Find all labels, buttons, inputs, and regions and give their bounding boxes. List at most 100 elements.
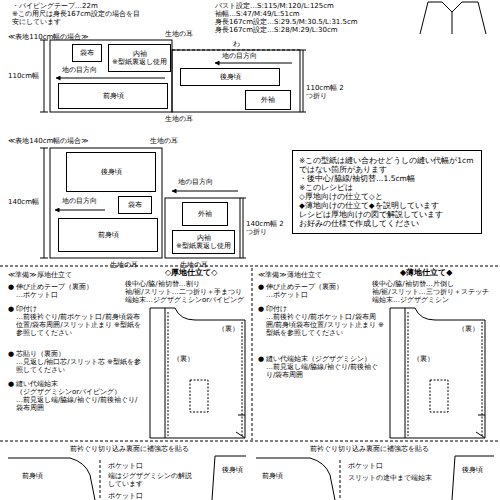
annotation-text: ポケット口 bbox=[108, 462, 143, 470]
back-piece-edge bbox=[452, 456, 494, 500]
piece-name: 外袖 bbox=[261, 96, 275, 104]
annotation-text: 袖/裾/スリット…二つ折り＋手まつり bbox=[125, 288, 242, 296]
annotation-text: ● 縫い代端始末 bbox=[8, 380, 58, 388]
annotation-text: ≪表地140cm幅の場合≫ bbox=[8, 137, 89, 145]
dimension-line bbox=[40, 40, 48, 112]
annotation-text: 後身頃 bbox=[222, 466, 243, 474]
zigzag-edge bbox=[242, 322, 243, 436]
annotation-text: …前見返し端/脇線/袖ぐり/前後袖ぐり/袋布周囲 bbox=[16, 396, 144, 412]
annotation-text: ◆薄地仕立て◆ bbox=[400, 268, 452, 277]
annotation-text: 地の目方向 bbox=[62, 66, 97, 74]
back-piece-edge bbox=[212, 456, 246, 500]
piece-name: 袋布 bbox=[80, 49, 94, 57]
annotation-text: （裏） bbox=[218, 325, 239, 333]
fabric-rect bbox=[172, 50, 300, 112]
annotation-text: （裏） bbox=[413, 355, 434, 363]
piece-name: 内袖 bbox=[133, 50, 147, 58]
piece-name: 後身頃 bbox=[101, 168, 122, 176]
pattern-piece: 外袖 bbox=[245, 90, 291, 110]
note-text: ◆薄地向けの仕立て◆を説明しています bbox=[299, 201, 439, 210]
facing-line bbox=[165, 308, 166, 438]
annotation-text: 地の目方向 bbox=[62, 197, 97, 205]
note-text: ◇厚地向けの仕立て◇と bbox=[299, 192, 383, 201]
annotation-text: 身長167cm設定…S:29.5/M:30.5/L:31.5cm bbox=[215, 18, 358, 26]
note-text: ※このレシピは bbox=[299, 183, 353, 192]
fabric-rect bbox=[50, 40, 172, 112]
annotation-text: ● 伸び止めテープ（裏面） bbox=[258, 283, 343, 291]
front-piece-edge bbox=[8, 458, 95, 500]
note-text: お好みの仕様で作成してください bbox=[299, 219, 419, 228]
annotation-text: ポケット口 bbox=[348, 462, 383, 470]
annotation-text: ≪準備≫厚地仕立て bbox=[8, 271, 72, 279]
pocket-opening bbox=[100, 460, 101, 500]
annotation-text: バスト設定…S:115/M:120/L:125cm bbox=[215, 2, 334, 10]
annotation-text: ● 印付け bbox=[8, 305, 37, 313]
annotation-text: ・パイピングテープ…22m bbox=[12, 2, 98, 10]
annotation-text: 生地の耳 bbox=[180, 261, 208, 269]
annotation-text: スリットの途中まで端始末 bbox=[348, 474, 443, 482]
annotation-text: 前身頃 bbox=[262, 472, 283, 480]
annotation-text: 後身頃 bbox=[462, 466, 483, 474]
annotation-text: 140cm幅 bbox=[8, 198, 39, 206]
note-text: ・後中心/脇線/袖切替…1.5cm幅 bbox=[299, 174, 415, 183]
annotation-text: …前後衿ぐり/前ポケット口/袋布周囲/前身頃袋布位置/スリット止まり ※型紙を参… bbox=[266, 313, 384, 337]
annotation-text: 後中心/脇/袖切替…片倒し bbox=[372, 280, 454, 288]
note-text: レシピは厚地向けの図で解説しています bbox=[299, 210, 443, 219]
grain-arrow bbox=[56, 78, 165, 79]
slit-mark bbox=[476, 415, 485, 438]
annotation-text: 袖/裾/スリット…三つ折り＋ステッチ bbox=[372, 288, 489, 296]
pattern-piece: 外袖 bbox=[182, 202, 228, 226]
piece-note: ※型紙裏返し使用 bbox=[176, 242, 231, 250]
pattern-piece: 後身頃 bbox=[180, 68, 280, 86]
annotation-text: わ bbox=[233, 40, 240, 48]
annotation-text: ● 縫い代端始末（ジグザグミシン） bbox=[258, 355, 371, 363]
fold-line bbox=[172, 50, 300, 51]
piece-name: 前身頃 bbox=[98, 231, 119, 239]
annotation-text: 端はジグザグミシンの解説しています bbox=[108, 472, 193, 488]
pocket-bag bbox=[190, 380, 208, 412]
piece-name: 袋布 bbox=[128, 201, 142, 209]
annotation-text: 地の目方向 bbox=[222, 52, 257, 60]
note-box: ※この型紙は縫い合わせどうしの縫い代幅が1cmではない箇所があります・後中心/脇… bbox=[292, 150, 482, 234]
annotation-text: 地の目方向 bbox=[178, 178, 213, 186]
annotation-text: 前衿ぐり切り込み裏面に補強芯を貼る bbox=[70, 445, 189, 453]
fabric-rect bbox=[165, 198, 240, 258]
zigzag-edge bbox=[168, 312, 169, 436]
annotation-text: 端始末…ジグザグミシンorパイピング bbox=[125, 296, 244, 304]
piece-name: 内袖 bbox=[197, 234, 211, 242]
zigzag-edge bbox=[482, 322, 483, 436]
garment-outline bbox=[390, 308, 485, 438]
separator bbox=[0, 441, 500, 442]
annotation-text: 端始末…ジグザグミシン bbox=[372, 296, 449, 304]
grain-arrow bbox=[55, 210, 105, 211]
zigzag-edge bbox=[408, 312, 409, 436]
dimension-line bbox=[40, 148, 48, 258]
annotation-text: 後中心/脇/袖切替…割り bbox=[125, 280, 200, 288]
fabric-rect bbox=[50, 148, 162, 258]
annotation-text: ● 伸び止めテープ（裏面） bbox=[8, 283, 93, 291]
annotation-text: ポケット口 bbox=[108, 492, 143, 500]
grain-arrow bbox=[172, 191, 238, 192]
dimension-line bbox=[300, 50, 306, 112]
pattern-piece: 前身頃 bbox=[58, 83, 168, 109]
coat-sketch bbox=[420, 2, 486, 34]
annotation-text: …見返し/袖口芯/スリット芯 ※型紙を参照してください bbox=[16, 358, 144, 374]
facing-line bbox=[405, 308, 406, 438]
annotation-text: ≪表地110cm幅の場合≫ bbox=[8, 33, 89, 41]
garment-outline bbox=[150, 308, 245, 438]
piece-name: 外袖 bbox=[198, 210, 212, 218]
annotation-text: 生地の耳 bbox=[110, 261, 138, 269]
dimension-line bbox=[240, 198, 246, 258]
grain-arrow bbox=[215, 63, 292, 64]
annotation-text: ≪準備≫薄地仕立て bbox=[258, 271, 322, 279]
annotation-text: ※この用尺は身長167cm設定の場合を目安にしています bbox=[12, 10, 142, 26]
pattern-piece: 袋布 bbox=[72, 44, 102, 62]
annotation-text: 生地の耳 bbox=[150, 137, 178, 145]
annotation-text: …ポケット口 bbox=[16, 291, 58, 299]
annotation-text: 110cm幅 bbox=[8, 72, 39, 80]
annotation-text: 生地の耳 bbox=[165, 30, 193, 38]
pocket-bag bbox=[430, 380, 448, 412]
annotation-text: ◇厚地仕立て◇ bbox=[165, 268, 217, 277]
annotation-text: 身長167cm設定…S:28/M:29/L:30cm bbox=[215, 26, 338, 34]
